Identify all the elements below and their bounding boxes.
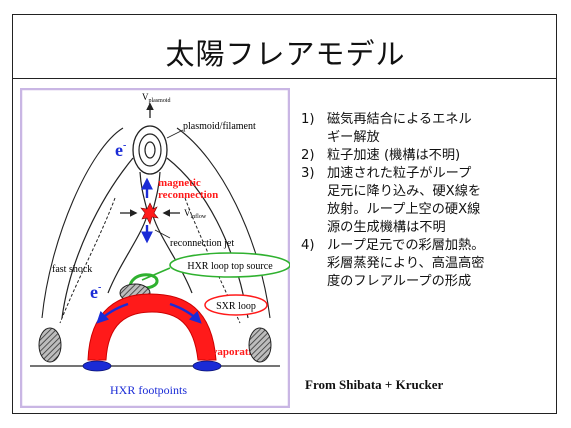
list-line: ギー解放 — [327, 130, 380, 145]
flare-model-diagram: Vplasmoid plasmoid/filament e- magnetic … — [20, 88, 290, 408]
sxr-loop-label: SXR loop — [216, 301, 256, 312]
figure-border — [20, 88, 290, 408]
list-line: 粒子加速 (機構は不明) — [327, 148, 461, 163]
reconnection-label: reconnection — [158, 189, 218, 201]
hxr-footpoint-right — [192, 360, 222, 372]
list-line: 足元に降り込み、硬X線を — [327, 184, 482, 199]
field-line-right-far — [176, 127, 271, 319]
list-line: 度のフレアループの形成 — [327, 274, 472, 289]
magnetic-label: magnetic — [158, 177, 201, 189]
list-number: 4) — [301, 238, 315, 253]
field-line-right-outer — [166, 157, 249, 319]
hxr-loop-top-callout — [169, 252, 290, 278]
list-item: 2) 粒子加速 (機構は不明) — [301, 147, 551, 165]
sxr-loop-callout — [204, 294, 268, 316]
cusp-upper-right — [152, 171, 161, 211]
electron-bottom-label: e- — [90, 282, 101, 302]
hxr-loop-top-label: HXR loop top source — [187, 261, 273, 272]
field-line-left-outer — [61, 157, 134, 319]
plasmoid-label: plasmoid/filament — [183, 121, 256, 132]
electron-top-label: e- — [115, 140, 126, 160]
source-credit: From Shibata + Krucker — [305, 377, 444, 392]
list-line: 放射。ループ上空の硬X線 — [327, 202, 481, 217]
far-footpoint-left — [38, 327, 62, 363]
reconnection-jet-label: reconnection jet — [170, 238, 234, 249]
fast-shock-label: fast shock — [52, 264, 92, 275]
list-number: 1) — [301, 112, 315, 127]
list-item: 1) 磁気再結合によるエネル ギー解放 — [301, 111, 551, 147]
list-line: ループ足元での彩層加熱。 — [327, 238, 485, 253]
v-inflow-label: Vinflow — [184, 208, 207, 220]
cusp-lower-left — [107, 215, 148, 294]
plasmoid-middle — [138, 133, 162, 167]
hxr-footpoints-label: HXR footpoints — [110, 383, 187, 397]
reconnection-point — [140, 202, 159, 225]
shock-line-left — [59, 197, 116, 324]
explanation-list: 1) 磁気再結合によるエネル ギー解放 2) 粒子加速 (機構は不明) 3) 加… — [301, 111, 551, 291]
electron-arrow-left — [96, 302, 129, 324]
list-line: 彩層蒸発により、高温高密 — [327, 256, 485, 271]
far-footpoint-right — [248, 327, 272, 363]
cusp-lower-right — [152, 215, 193, 294]
hxr-loop-top-pointer — [141, 267, 171, 281]
v-plasmoid-label: Vplasmoid — [142, 92, 171, 104]
cusp-upper-left — [139, 171, 148, 211]
field-line-left-far — [41, 127, 124, 319]
plasmoid-inner — [144, 141, 156, 159]
list-line: 加速された粒子がループ — [327, 166, 472, 181]
list-item: 4) ループ足元での彩層加熱。 彩層蒸発により、高温高密 度のフレアループの形成 — [301, 237, 551, 291]
hxr-footpoint-left — [82, 360, 112, 372]
list-number: 3) — [301, 166, 315, 181]
jet-pointer — [154, 229, 171, 239]
list-line: 磁気再結合によるエネル — [327, 112, 472, 127]
list-number: 2) — [301, 148, 315, 163]
list-line: 源の生成機構は不明 — [327, 220, 446, 235]
plasmoid-outer — [132, 125, 168, 175]
flare-model-figure: Vplasmoid plasmoid/filament e- magnetic … — [20, 88, 290, 408]
list-item: 3) 加速された粒子がループ 足元に降り込み、硬X線を 放射。ループ上空の硬X線… — [301, 165, 551, 237]
title-divider — [12, 78, 557, 79]
hxr-loop-top-source — [128, 273, 159, 290]
electron-arrow-right — [169, 302, 202, 324]
plasmoid-pointer — [166, 129, 184, 139]
slide-title: 太陽フレアモデル — [165, 37, 406, 71]
